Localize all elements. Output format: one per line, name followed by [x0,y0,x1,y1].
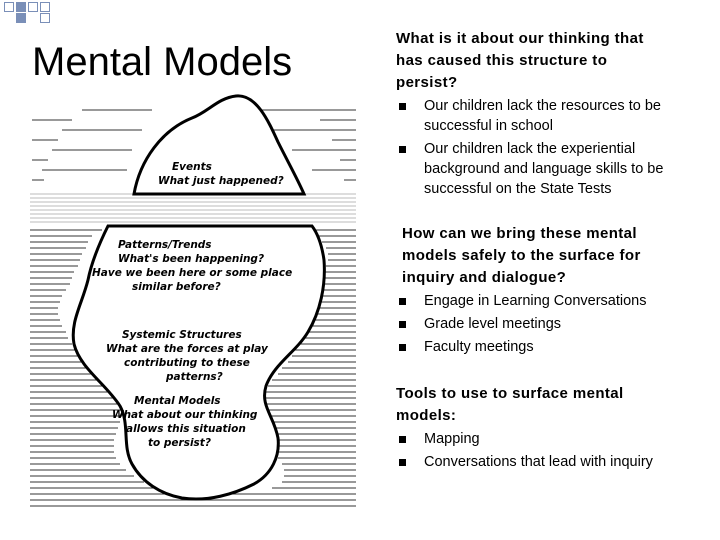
patterns-line: Have we been here or some place [92,267,292,279]
bullet-text: Faculty meetings [424,339,534,355]
list-item: Faculty meetings [396,337,702,357]
surface-heading: How can we bring these mental models saf… [402,223,702,289]
bullet-square-icon [399,436,406,443]
patterns-line: similar before? [132,281,221,293]
iceberg-illustration: Events What just happened? Patterns/Tren… [30,94,356,507]
models-line: to persist? [148,437,211,449]
water-hatching [30,193,356,223]
events-label: Events [172,161,212,173]
list-item: Mapping [396,429,696,449]
thinking-block: What is it about our thinking that has c… [396,28,696,202]
models-line: allows this situation [126,423,246,435]
heading-line: persist? [396,74,458,91]
list-item: Conversations that lead with inquiry [396,452,696,472]
thinking-heading: What is it about our thinking that has c… [396,28,696,94]
deco-square [4,2,14,12]
heading-line: Tools to use to surface mental [396,385,624,402]
structures-line: contributing to these [124,357,250,369]
deco-square [40,2,50,12]
bullet-text: Grade level meetings [424,316,562,332]
list-item: Our children lack the experiential backg… [396,139,696,199]
heading-line: What is it about our thinking that [396,30,644,47]
structures-line: What are the forces at play [106,343,269,355]
structures-label: Systemic Structures [122,329,242,341]
bullet-square-icon [399,146,406,153]
models-line: What about our thinking [112,409,258,421]
heading-line: inquiry and dialogue? [402,269,567,286]
bullet-line: successful on the State Tests [424,181,612,197]
deco-square [16,2,26,12]
surface-list: Engage in Learning Conversations Grade l… [396,291,702,357]
bullet-line: Our children lack the resources to be [424,98,661,114]
heading-line: models: [396,407,457,424]
tools-block: Tools to use to surface mental models: M… [396,383,696,472]
water-lines [30,109,356,507]
deco-square [16,13,26,23]
events-question: What just happened? [158,175,284,187]
list-item: Engage in Learning Conversations [396,291,702,311]
patterns-label: Patterns/Trends [118,239,212,251]
bullet-square-icon [399,459,406,466]
thinking-list: Our children lack the resources to be su… [396,96,696,199]
bullet-text: Mapping [424,431,480,447]
models-label: Mental Models [134,395,221,407]
tools-list: Mapping Conversations that lead with inq… [396,429,696,472]
tools-heading: Tools to use to surface mental models: [396,383,696,427]
heading-line: How can we bring these mental [402,225,637,242]
bullet-text: Engage in Learning Conversations [424,293,647,309]
bullet-square-icon [399,321,406,328]
bullet-text: Conversations that lead with inquiry [424,454,653,470]
bullet-square-icon [399,103,406,110]
heading-line: has caused this structure to [396,52,608,69]
heading-line: models safely to the surface for [402,247,641,264]
structures-line: patterns? [165,371,223,383]
decorative-squares [0,0,80,24]
bullet-square-icon [399,298,406,305]
deco-square [40,13,50,23]
bullet-line: successful in school [424,118,553,134]
iceberg-tip [132,94,307,196]
bullet-line: background and language skills to be [424,161,664,177]
patterns-line: What's been happening? [118,253,264,265]
bullet-square-icon [399,344,406,351]
slide-title: Mental Models [32,40,293,84]
list-item: Our children lack the resources to be su… [396,96,696,136]
bullet-line: Our children lack the experiential [424,141,636,157]
iceberg-underwater [71,224,326,501]
list-item: Grade level meetings [396,314,702,334]
surface-block: How can we bring these mental models saf… [399,223,702,357]
deco-square [28,2,38,12]
